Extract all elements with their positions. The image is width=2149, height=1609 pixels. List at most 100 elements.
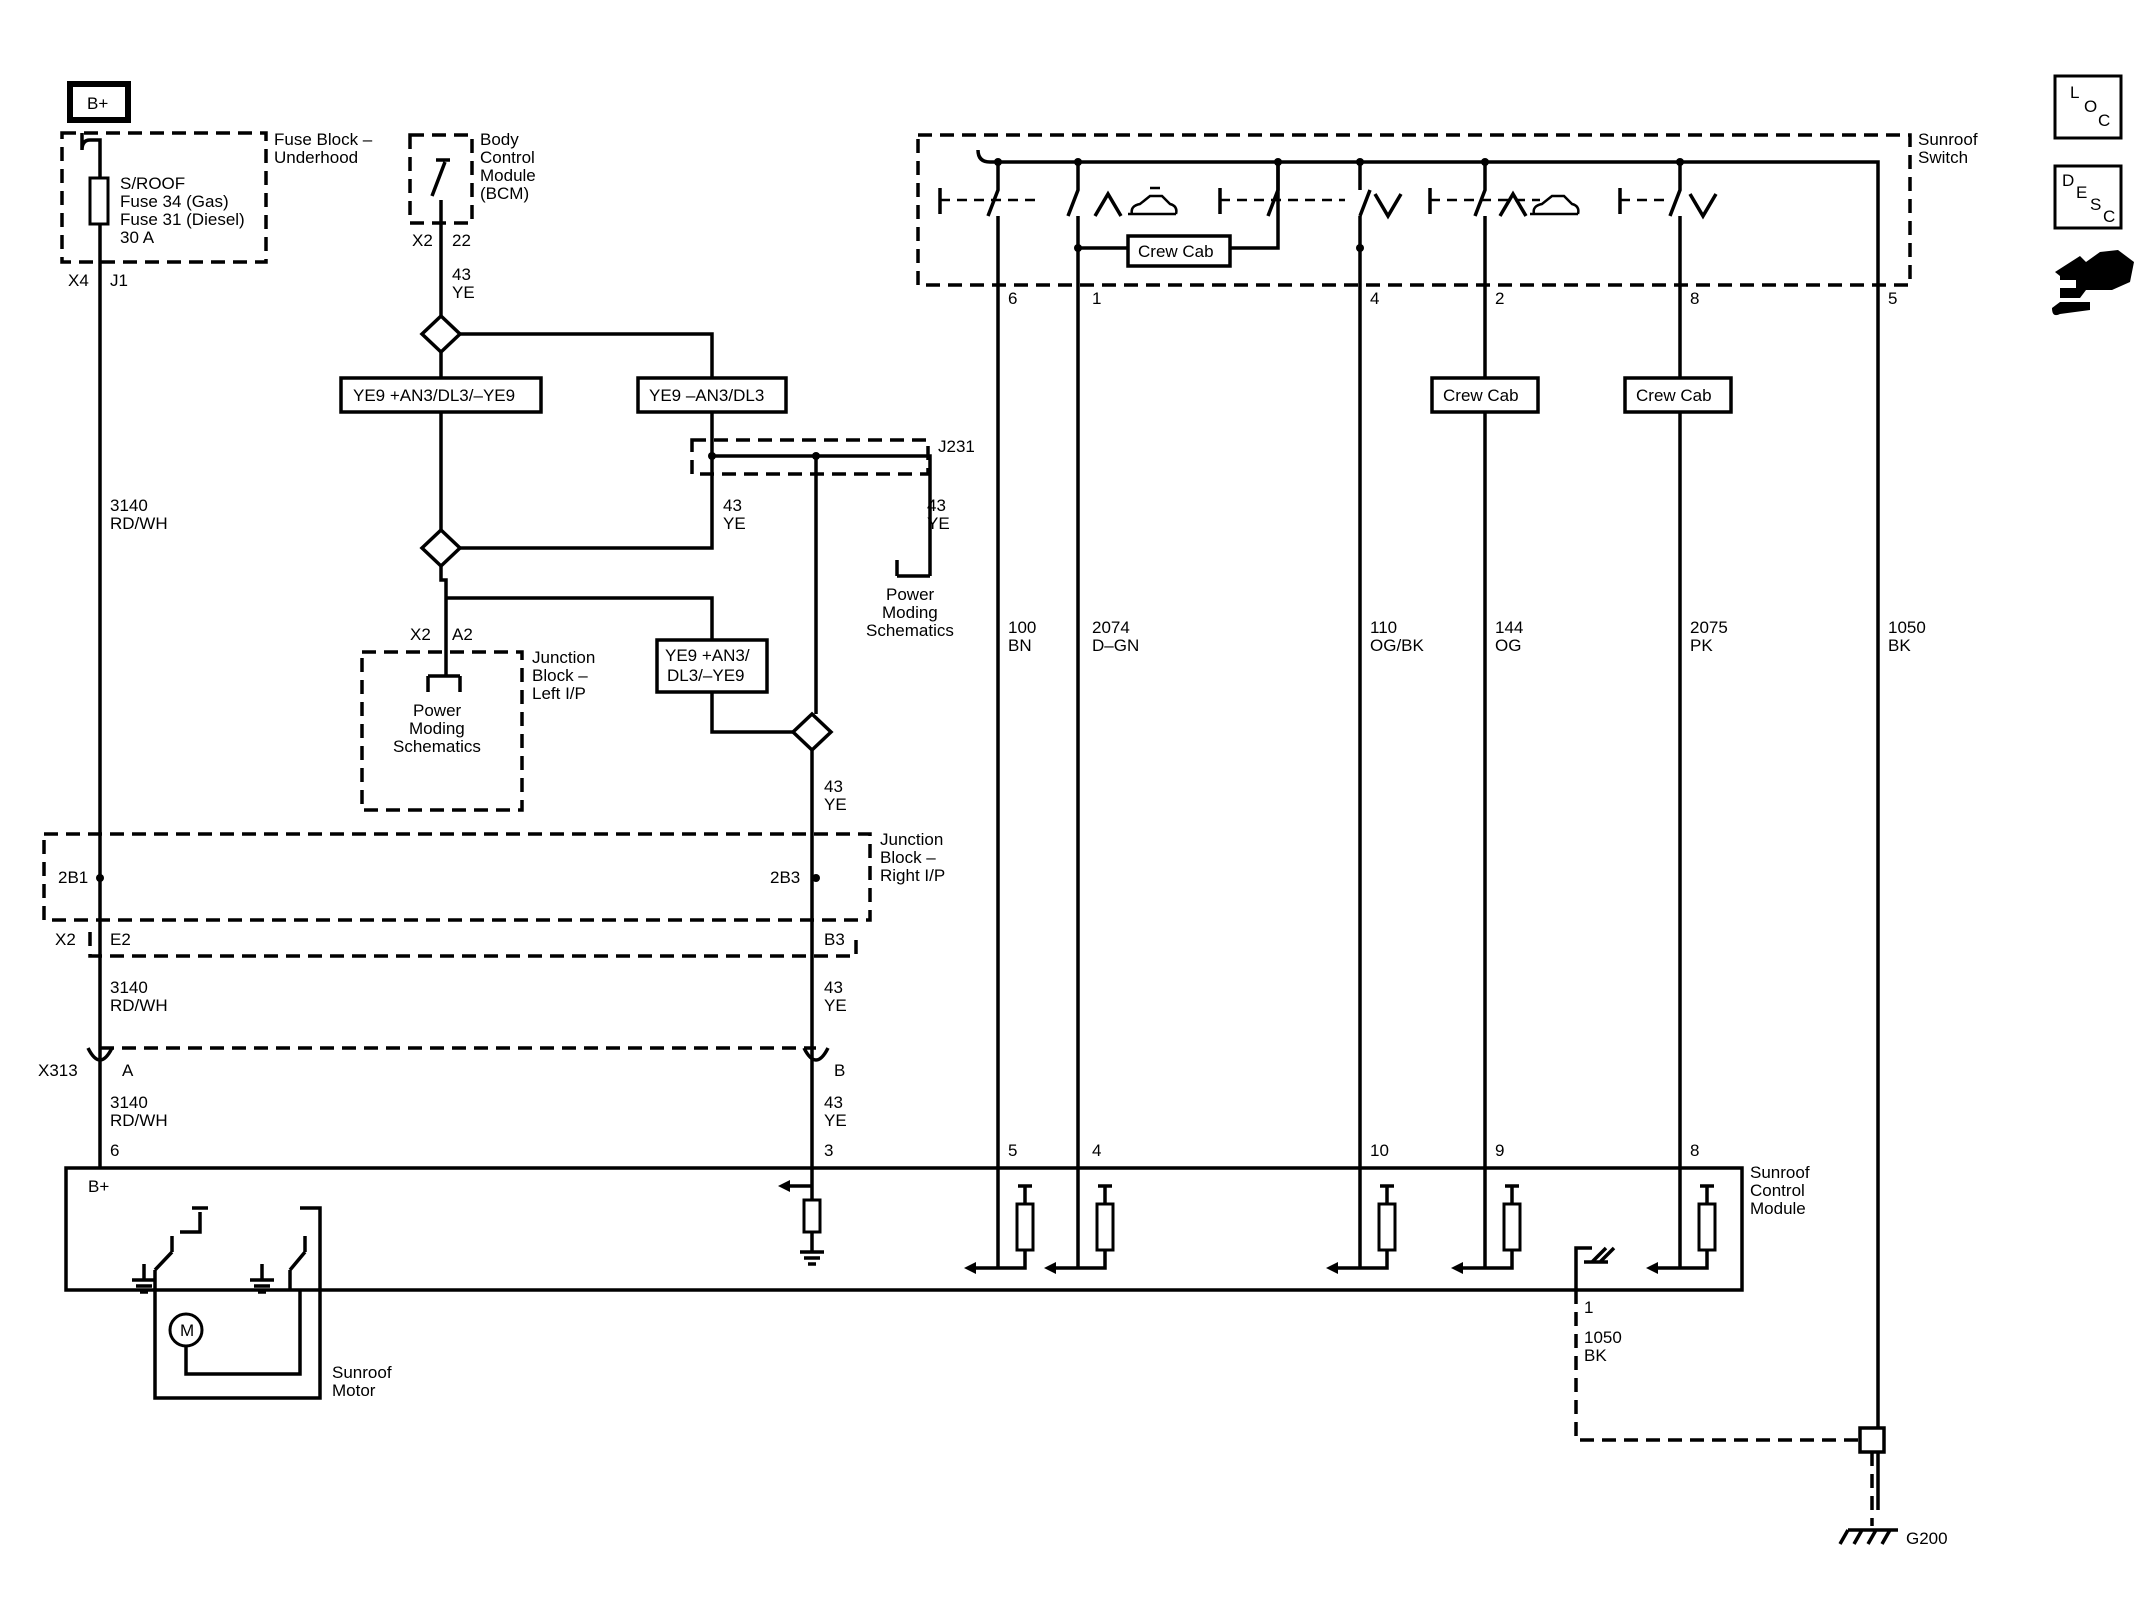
svg-text:YE: YE (927, 514, 950, 533)
svg-text:Junction: Junction (880, 830, 943, 849)
svg-text:C: C (2103, 207, 2115, 226)
svg-text:(BCM): (BCM) (480, 184, 529, 203)
svg-text:B: B (834, 1061, 845, 1080)
connector-x313: X313 A B (38, 1046, 845, 1080)
svg-text:YE: YE (824, 996, 847, 1015)
svg-text:X2: X2 (55, 930, 76, 949)
svg-text:YE: YE (824, 795, 847, 814)
bplus-label: B+ (87, 94, 108, 113)
svg-text:4: 4 (1370, 289, 1379, 308)
ground-g200: G200 (1574, 1290, 1948, 1548)
svg-text:J231: J231 (938, 437, 975, 456)
svg-text:Control: Control (1750, 1181, 1805, 1200)
svg-text:2: 2 (1495, 289, 1504, 308)
svg-text:Crew Cab: Crew Cab (1636, 386, 1712, 405)
input-circuits (964, 1168, 1717, 1274)
svg-text:Power: Power (413, 701, 462, 720)
svg-text:2075: 2075 (1690, 618, 1728, 637)
sunroof-switch: Sunroof Switch Crew Cab 6 1 4 2 8 5 (916, 130, 1978, 1510)
svg-text:Body: Body (480, 130, 519, 149)
svg-text:BK: BK (1888, 636, 1911, 655)
svg-text:43: 43 (824, 1093, 843, 1112)
svg-text:Left I/P: Left I/P (532, 684, 586, 703)
svg-text:YE9 +AN3/DL3/–YE9: YE9 +AN3/DL3/–YE9 (353, 386, 515, 405)
svg-text:Right I/P: Right I/P (880, 866, 945, 885)
svg-text:22: 22 (452, 231, 471, 250)
body-control-module: Body Control Module (BCM) X2 22 (408, 130, 536, 250)
crew-cab-box-2: Crew Cab (1430, 376, 1540, 414)
svg-text:6: 6 (1008, 289, 1017, 308)
svg-text:RD/WH: RD/WH (110, 514, 168, 533)
svg-text:B3: B3 (824, 930, 845, 949)
svg-text:A2: A2 (452, 625, 473, 644)
svg-text:43: 43 (824, 978, 843, 997)
svg-text:D–GN: D–GN (1092, 636, 1139, 655)
svg-text:C: C (2098, 111, 2110, 130)
svg-text:YE: YE (824, 1111, 847, 1130)
fuse-name: S/ROOF (120, 174, 185, 193)
svg-text:3140: 3140 (110, 1093, 148, 1112)
svg-text:YE9 –AN3/DL3: YE9 –AN3/DL3 (649, 386, 764, 405)
svg-text:Sunroof: Sunroof (1918, 130, 1978, 149)
svg-text:RD/WH: RD/WH (110, 1111, 168, 1130)
svg-text:O: O (2084, 97, 2097, 116)
svg-text:3140: 3140 (110, 978, 148, 997)
svg-text:J1: J1 (110, 271, 128, 290)
svg-text:Schematics: Schematics (393, 737, 481, 756)
svg-text:S: S (2090, 195, 2101, 214)
option-box-3: YE9 +AN3/ DL3/–YE9 (655, 638, 769, 694)
svg-text:6: 6 (110, 1141, 119, 1160)
svg-text:Sunroof: Sunroof (332, 1363, 392, 1382)
svg-text:2B1: 2B1 (58, 868, 88, 887)
svg-text:Moding: Moding (409, 719, 465, 738)
svg-text:Block –: Block – (880, 848, 936, 867)
svg-text:Moding: Moding (882, 603, 938, 622)
svg-text:PK: PK (1690, 636, 1713, 655)
svg-text:Module: Module (480, 166, 536, 185)
svg-text:DL3/–YE9: DL3/–YE9 (667, 666, 745, 685)
svg-text:5: 5 (1008, 1141, 1017, 1160)
svg-text:Power: Power (886, 585, 935, 604)
svg-text:1: 1 (1092, 289, 1101, 308)
svg-text:100: 100 (1008, 618, 1036, 637)
svg-text:43: 43 (452, 265, 471, 284)
svg-text:Motor: Motor (332, 1381, 376, 1400)
j231-splice: J231 (460, 436, 975, 600)
svg-text:8: 8 (1690, 289, 1699, 308)
svg-text:B+: B+ (88, 1177, 109, 1196)
svg-text:Fuse 34 (Gas): Fuse 34 (Gas) (120, 192, 229, 211)
svg-text:YE9 +AN3/: YE9 +AN3/ (665, 646, 750, 665)
svg-text:Schematics: Schematics (866, 621, 954, 640)
svg-text:BN: BN (1008, 636, 1032, 655)
desc-nav-button[interactable]: D E S C (2053, 164, 2123, 230)
svg-text:Crew Cab: Crew Cab (1443, 386, 1519, 405)
svg-text:YE: YE (452, 283, 475, 302)
svg-text:D: D (2062, 171, 2074, 190)
svg-text:3: 3 (824, 1141, 833, 1160)
svg-text:BK: BK (1584, 1346, 1607, 1365)
option-box-2: YE9 –AN3/DL3 (636, 376, 788, 414)
svg-text:Crew Cab: Crew Cab (1138, 242, 1214, 261)
junction-block-right-ip: Junction Block – Right I/P 2B1 2B3 X2 E2… (42, 830, 945, 958)
svg-text:144: 144 (1495, 618, 1523, 637)
svg-text:2B3: 2B3 (770, 868, 800, 887)
svg-text:1: 1 (1584, 1298, 1593, 1317)
svg-text:RD/WH: RD/WH (110, 996, 168, 1015)
svg-text:Fuse 31 (Diesel): Fuse 31 (Diesel) (120, 210, 245, 229)
svg-text:4: 4 (1092, 1141, 1101, 1160)
crew-cab-box-3: Crew Cab (1623, 376, 1733, 414)
svg-text:1050: 1050 (1584, 1328, 1622, 1347)
wire-3140-label: 3140 (110, 496, 148, 515)
svg-text:Block –: Block – (532, 666, 588, 685)
svg-text:OG/BK: OG/BK (1370, 636, 1425, 655)
svg-text:A: A (122, 1061, 134, 1080)
svg-text:Fuse Block –: Fuse Block – (274, 130, 373, 149)
loc-nav-button[interactable]: L O C (2053, 74, 2123, 140)
svg-text:43: 43 (824, 777, 843, 796)
svg-text:YE: YE (723, 514, 746, 533)
svg-text:9: 9 (1495, 1141, 1504, 1160)
svg-text:E2: E2 (110, 930, 131, 949)
svg-text:X4: X4 (68, 271, 89, 290)
wrench-connector-icon[interactable] (2052, 250, 2134, 316)
